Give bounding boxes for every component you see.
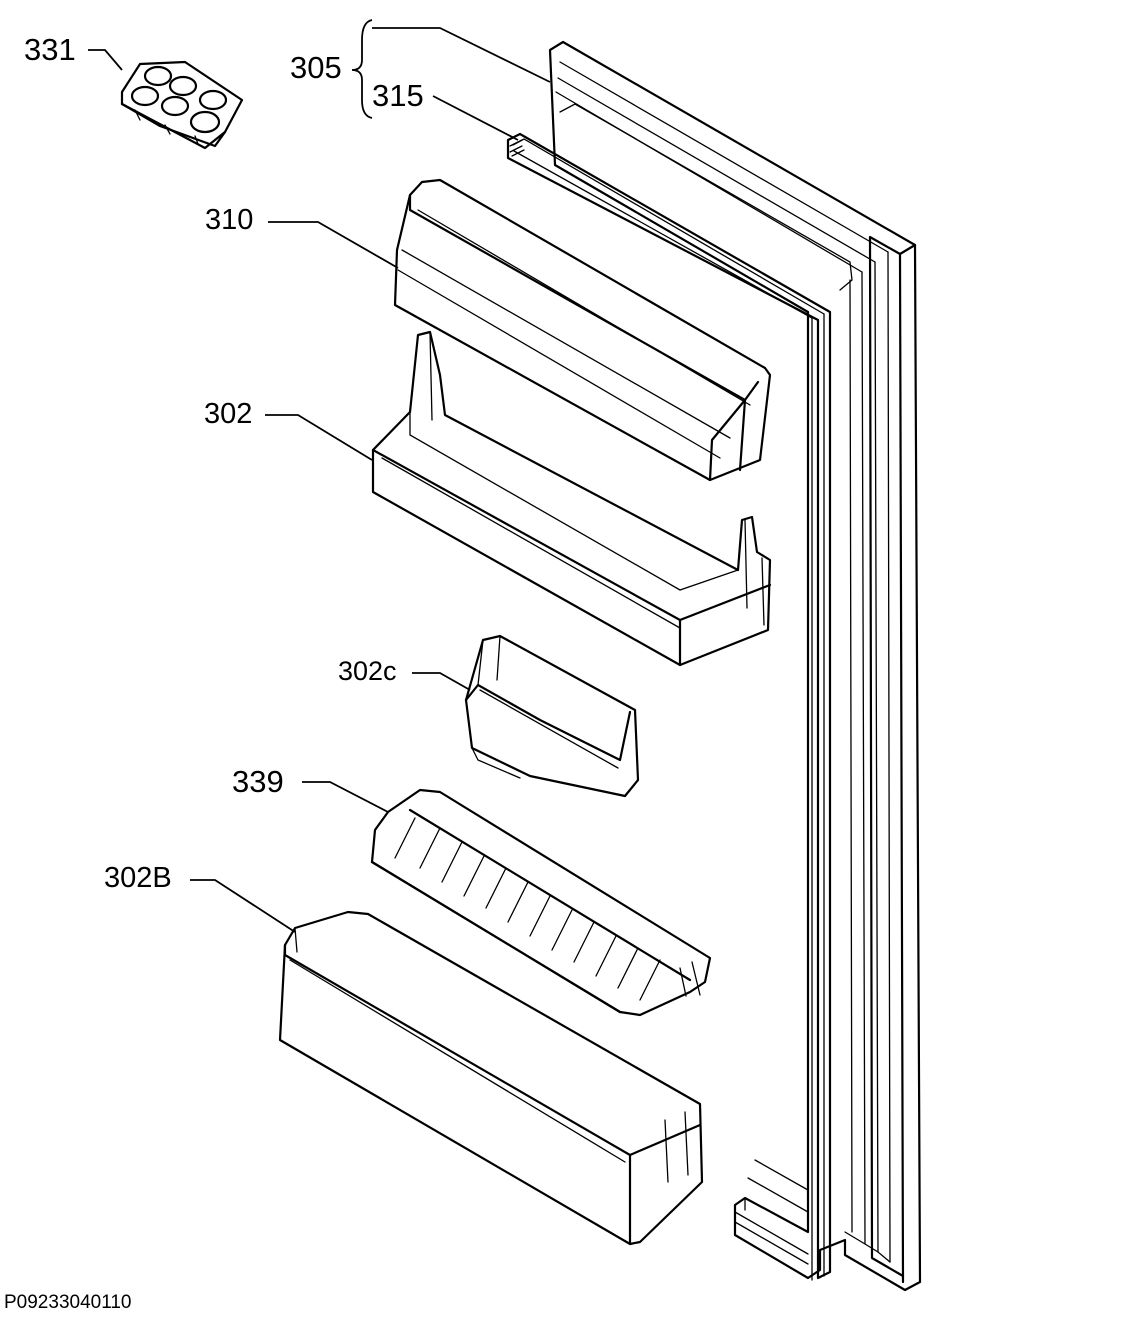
drawing-code: P09233040110 <box>4 1292 132 1313</box>
door-shelf-part <box>371 330 772 667</box>
bottle-shelf-part <box>278 910 704 1246</box>
part-label-302c: 302c <box>338 656 397 686</box>
egg-tray-part <box>120 60 244 150</box>
part-label-331: 331 <box>24 32 76 67</box>
part-label-302b: 302B <box>104 862 172 894</box>
dairy-cover-part <box>393 178 772 482</box>
part-label-310: 310 <box>205 204 254 236</box>
small-box-part <box>464 634 640 798</box>
leader-lines <box>88 19 551 933</box>
door-panel-part <box>548 40 922 1292</box>
part-label-305: 305 <box>290 50 342 85</box>
part-label-339: 339 <box>232 764 284 799</box>
part-label-302: 302 <box>204 398 253 430</box>
part-label-315: 315 <box>372 78 424 113</box>
door-gasket-part <box>506 132 832 1281</box>
bottle-rack-part <box>370 788 712 1017</box>
